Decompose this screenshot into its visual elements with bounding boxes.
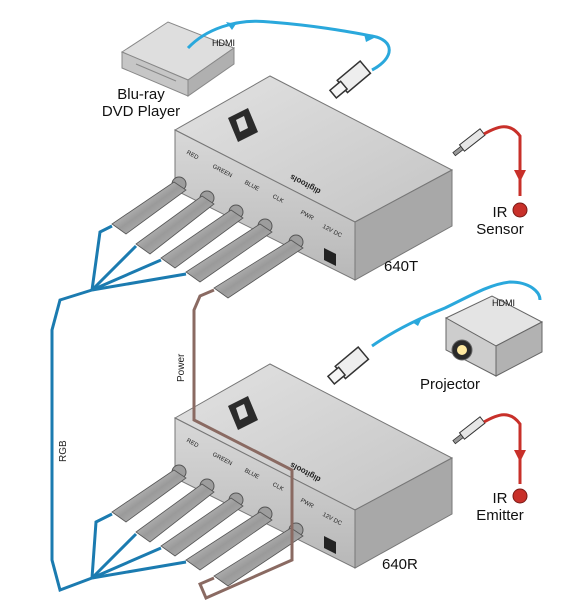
transmitter-model-label: 640T bbox=[384, 258, 419, 275]
bnc-connectors-bottom bbox=[111, 469, 304, 587]
ir-emitter bbox=[452, 413, 528, 504]
projector-label: Projector bbox=[420, 376, 481, 393]
rgb-label: RGB bbox=[58, 440, 69, 462]
bluray-label: Blu-ray DVD Player bbox=[86, 86, 196, 120]
ir-sensor-label-line2: Sensor bbox=[476, 221, 524, 238]
projector bbox=[444, 295, 544, 377]
rgb-cable bbox=[50, 224, 187, 592]
receiver-box bbox=[171, 363, 454, 569]
bluray-player bbox=[120, 21, 236, 97]
bnc-connectors-top bbox=[111, 181, 304, 299]
bluray-label-line2: DVD Player bbox=[101, 103, 181, 120]
ir-sensor-label: IR Sensor bbox=[470, 204, 530, 238]
hdmi-label-right: HDMI bbox=[492, 298, 515, 308]
power-cable bbox=[192, 288, 294, 600]
receiver-model-label: 640R bbox=[382, 556, 418, 573]
hdmi-cable-top bbox=[186, 19, 391, 100]
hdmi-cable-right bbox=[326, 280, 542, 386]
bluray-label-line1: Blu-ray bbox=[117, 86, 165, 103]
transmitter-box bbox=[171, 75, 454, 281]
hdmi-label-top: HDMI bbox=[212, 38, 235, 48]
ir-emitter-label-line2: Emitter bbox=[476, 507, 524, 524]
ir-sensor bbox=[452, 125, 528, 218]
ir-emitter-label-line1: IR bbox=[492, 490, 508, 507]
ir-emitter-label: IR Emitter bbox=[468, 490, 532, 524]
power-label: Power bbox=[176, 353, 187, 382]
ir-sensor-label-line1: IR bbox=[492, 204, 508, 221]
